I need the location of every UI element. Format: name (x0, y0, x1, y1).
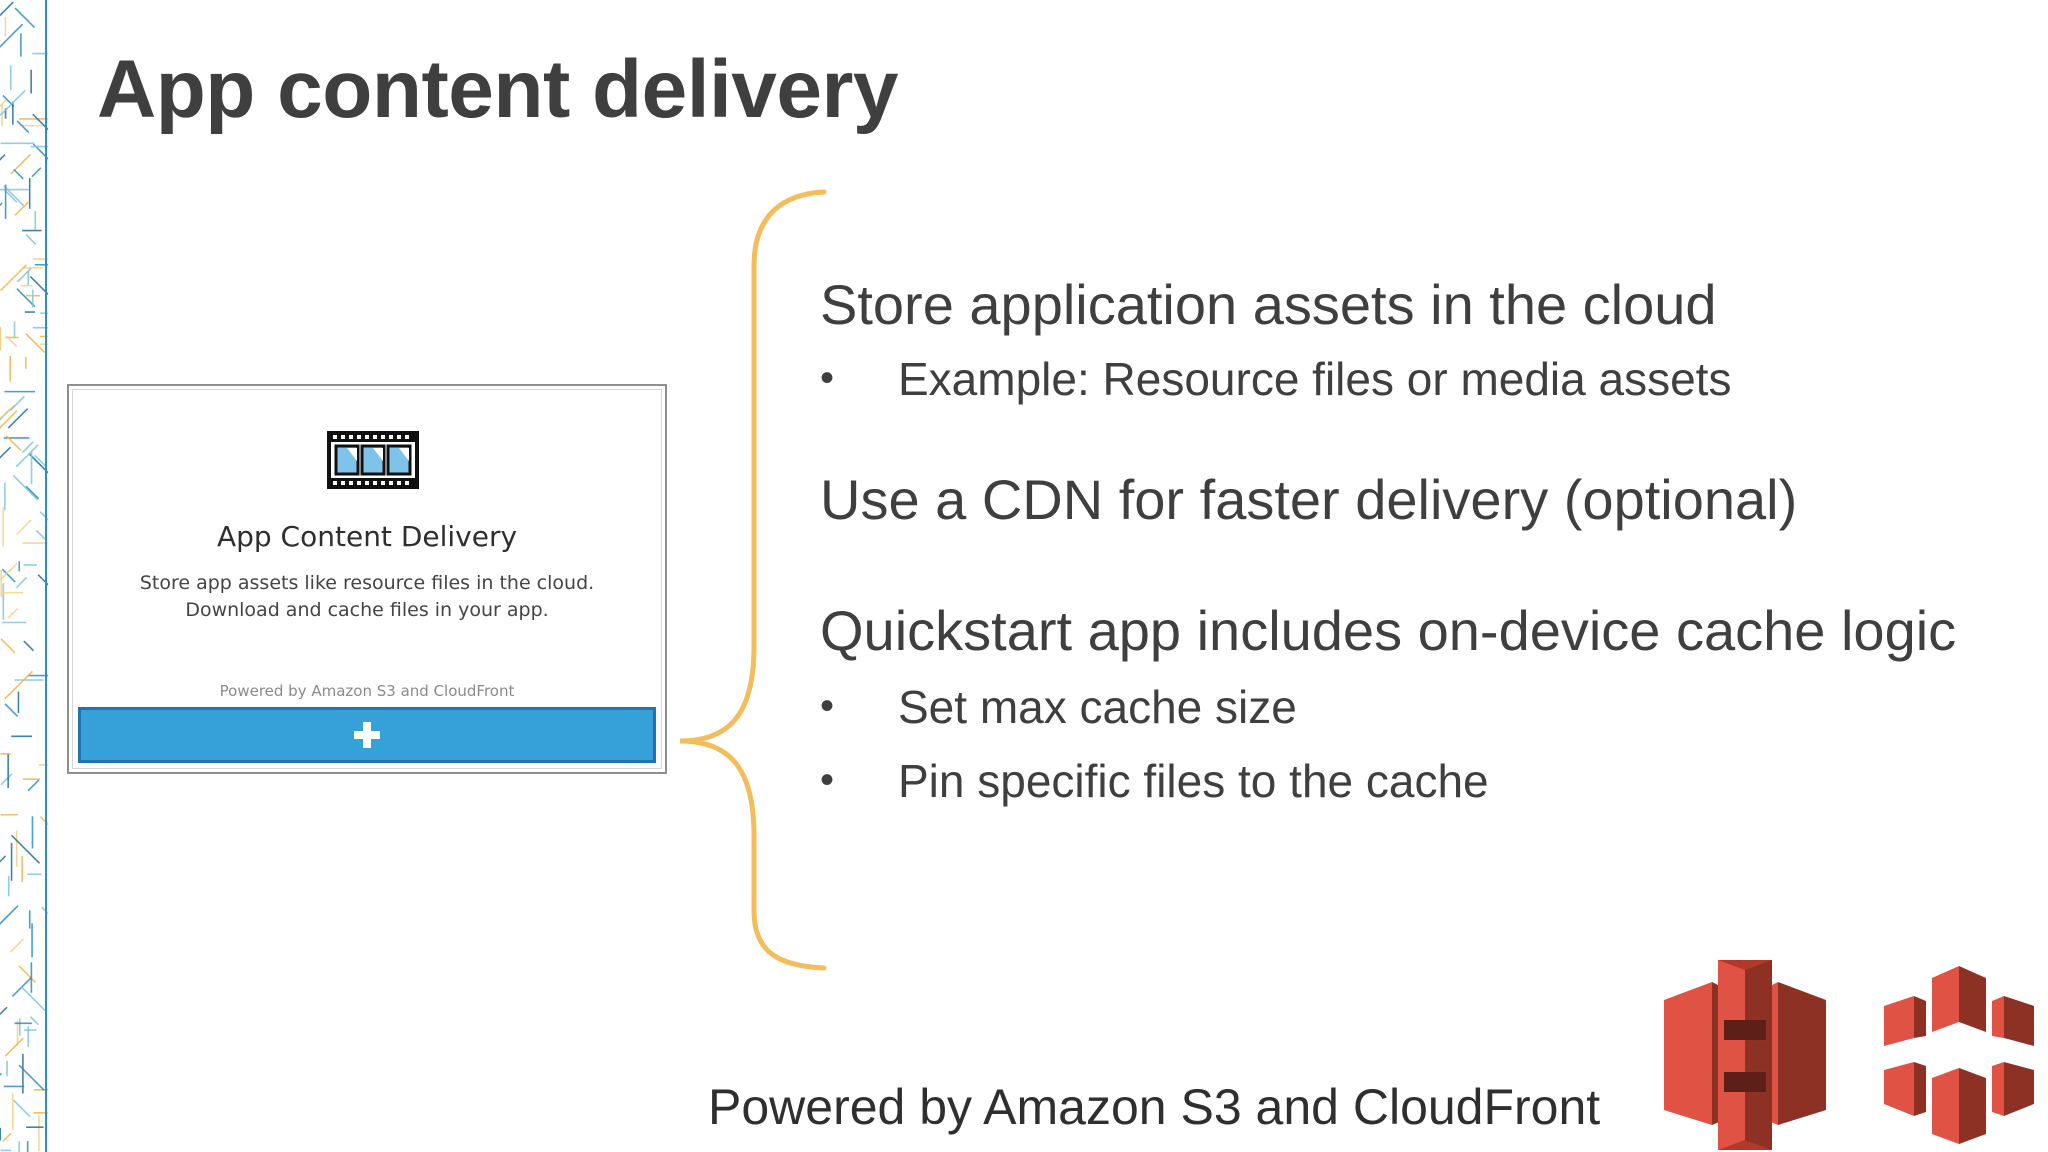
card-title: App Content Delivery (216, 520, 518, 553)
add-feature-button[interactable] (78, 707, 656, 763)
bullet-dot: • (820, 356, 835, 400)
point-bullet: • Pin specific files to the cache (820, 754, 1489, 808)
decorative-pattern-strip (0, 0, 48, 1152)
point-heading: Use a CDN for faster delivery (optional) (820, 468, 1798, 531)
point-bullet: • Example: Resource files or media asset… (820, 352, 1732, 406)
card-powered-by: Powered by Amazon S3 and CloudFront (219, 682, 515, 700)
amazon-s3-icon (1664, 960, 1826, 1150)
bullet-dot: • (820, 684, 835, 728)
cloudfront-icon (1884, 966, 2034, 1144)
card-description-line: Store app assets like resource files in … (139, 572, 595, 594)
card-inner-frame: App Content Delivery Store app assets li… (72, 389, 662, 769)
film-strip-icon (327, 431, 419, 489)
footer-powered-by: Powered by Amazon S3 and CloudFront (708, 1079, 1601, 1135)
slide-title: App content delivery (97, 44, 899, 135)
plus-icon (354, 722, 380, 748)
point-bullet-text: Pin specific files to the cache (898, 755, 1489, 807)
point-bullet-text: Example: Resource files or media assets (898, 353, 1732, 405)
point-heading: Store application assets in the cloud (820, 273, 1717, 336)
point-bullet: • Set max cache size (820, 680, 1297, 734)
card-description-line: Download and cache files in your app. (185, 599, 549, 621)
curly-brace-decoration (679, 189, 827, 971)
point-bullet-text: Set max cache size (898, 681, 1297, 733)
card-description: Store app assets like resource files in … (73, 570, 661, 624)
bullet-dot: • (820, 758, 835, 802)
app-content-delivery-card: App Content Delivery Store app assets li… (67, 384, 667, 774)
point-heading: Quickstart app includes on-device cache … (820, 599, 1957, 662)
